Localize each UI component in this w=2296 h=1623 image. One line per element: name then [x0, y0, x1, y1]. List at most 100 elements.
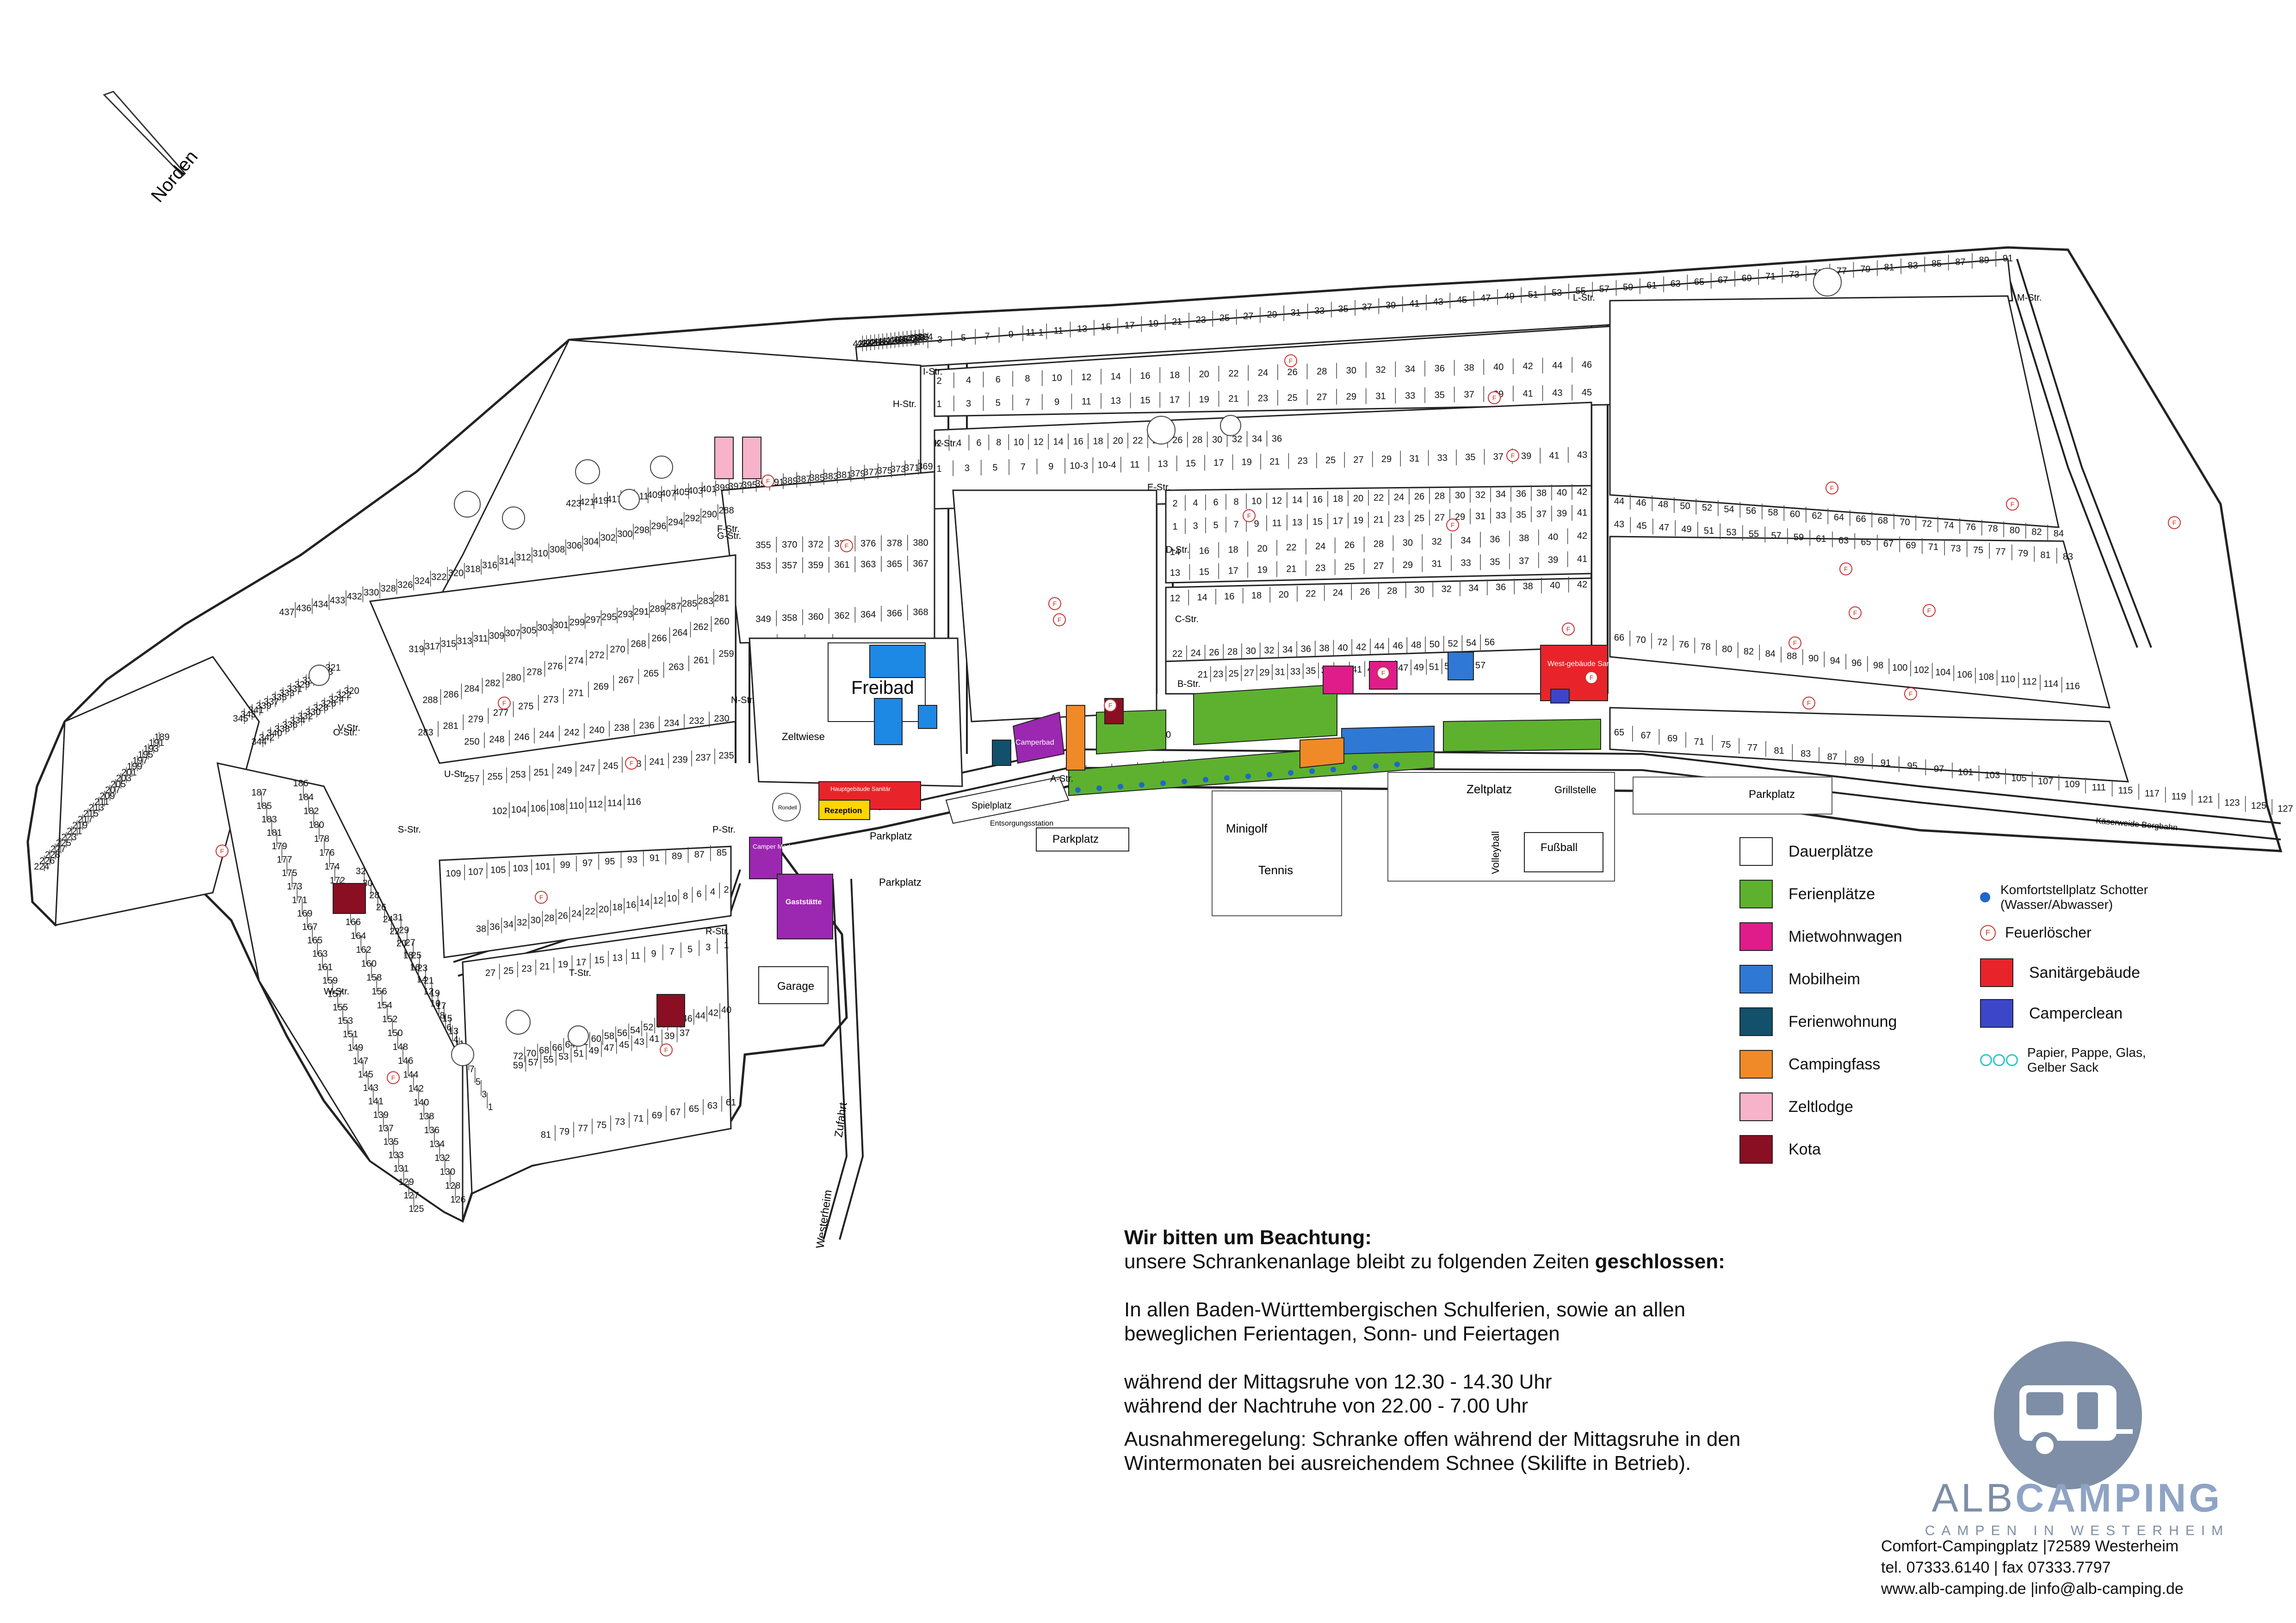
plot-number: 264 [672, 628, 687, 638]
plot-number: 403 [687, 486, 703, 496]
freibad-label: Freibad [851, 678, 914, 698]
fire-extinguisher-icon: F [660, 1043, 673, 1056]
plot-number: 4 [453, 1035, 458, 1045]
plot-number: 187 [251, 788, 266, 798]
plot-number: 146 [398, 1056, 413, 1066]
plot-number: 294 [668, 517, 683, 527]
plot-number: 12 [1272, 496, 1282, 506]
plot-number: 67 [1640, 731, 1651, 741]
fire-extinguisher-icon: F [625, 757, 638, 770]
plot-number: 255 [487, 772, 502, 782]
plot-number: 61 [1816, 534, 1826, 544]
plot-number: 320 [344, 686, 359, 696]
plot-number: 82 [1744, 647, 1754, 657]
plot-number: 71 [633, 1114, 644, 1124]
plot-number: 43 [1614, 519, 1624, 530]
plot-number: 108 [1979, 672, 1994, 682]
komfort-dot-icon [1224, 775, 1230, 781]
plot-number: 10 [667, 894, 677, 904]
plot-number: 22 [585, 907, 595, 917]
plot-number: 19 [1353, 516, 1363, 526]
plot-number: 422 [861, 338, 876, 348]
plot-number: 55 [1575, 286, 1585, 296]
plot-number: 7 [469, 1064, 474, 1074]
plot-number: 77 [578, 1123, 588, 1134]
plot-number: 69 [1742, 273, 1752, 284]
contact-block: Comfort-Campingplatz |72589 Westerheim t… [1881, 1536, 2279, 1599]
plot-number: 17 [1228, 566, 1238, 576]
plot-number: 331 [287, 684, 302, 694]
camper-markt-label: Camper Markt [753, 843, 794, 850]
plot-number: 16 [1140, 371, 1150, 381]
plot-number: 57 [1771, 531, 1781, 541]
plot-number: 341 [248, 705, 264, 716]
plot-number: 6 [976, 438, 981, 448]
north-label: Norden [147, 147, 202, 206]
plot-number: 23 [1298, 456, 1308, 466]
svg-text:F: F [1844, 565, 1848, 573]
svg-text:F: F [1927, 607, 1931, 614]
plot-number: 324 [328, 694, 344, 704]
legend-label: Sanitärgebäude [2029, 963, 2141, 981]
plot-number: 414 [877, 336, 892, 346]
plot-number: 166 [346, 917, 361, 927]
parkplatz-box-2 [1036, 827, 1129, 852]
plot-number: 39 [664, 1031, 675, 1041]
plot-number: 39 [1548, 555, 1558, 565]
plot-number: 22 [1133, 436, 1143, 446]
plot-number: 18 [403, 950, 414, 961]
plot-number: 43 [1552, 388, 1562, 398]
plot-number: 138 [419, 1111, 434, 1122]
plot-number: 21 [1172, 317, 1182, 327]
plot-number: 319 [408, 644, 424, 654]
fussball-label: Fußball [1541, 841, 1578, 854]
plot-number: 106 [1957, 670, 1972, 680]
plot-number: 63 [1838, 536, 1849, 546]
plot-number: 375 [877, 466, 892, 476]
plot-number: 35 [1435, 390, 1445, 401]
plot-number: 58 [604, 1031, 614, 1041]
svg-text:F: F [766, 477, 770, 485]
plot-number: 154 [377, 1000, 392, 1011]
plot-number: 45 [1582, 388, 1592, 398]
plot-number: 14 [417, 975, 427, 985]
plot-number: 201 [121, 767, 136, 778]
plot-number: 63 [707, 1101, 718, 1111]
plot-number: 7 [1233, 520, 1238, 530]
brand-name: ALBCAMPING [1888, 1475, 2267, 1521]
komfort-dot-icon [1203, 777, 1208, 783]
plot-number: 33 [1290, 666, 1300, 677]
plot-number: 23 [1315, 563, 1325, 573]
plot-number: 47 [1659, 523, 1669, 533]
plot-number: 312 [516, 553, 531, 563]
volleyball-label: Volleyball [1490, 831, 1501, 874]
notice-line1: unsere Schrankenanlage bleibt zu folgend… [1124, 1250, 1864, 1274]
fire-extinguisher-icon: F [535, 891, 548, 904]
plot-number: 41 [1409, 299, 1419, 309]
plot-number: 60 [1790, 509, 1800, 519]
plot-number: 184 [298, 792, 314, 802]
garage [758, 966, 829, 1004]
legend-papier: Papier, Pappe, Glas, Gelber Sack [1980, 1045, 2184, 1075]
plot-number: 326 [397, 580, 413, 590]
plot-number: 78 [1701, 642, 1711, 652]
plot-number: 34 [1468, 583, 1479, 593]
plot-number: 114 [607, 798, 622, 808]
plot-number: 31 [1275, 667, 1285, 677]
plot-number: 4 [966, 375, 971, 385]
h-row [1165, 485, 1592, 584]
plot-number: 126 [450, 1195, 465, 1205]
hauptgebaeude-label: Hauptgebäude Sanitär [830, 785, 891, 792]
plot-number: 6 [996, 375, 1001, 385]
s-rows [439, 845, 732, 958]
plot-number: 123 [2224, 798, 2240, 808]
plot-number: 27 [485, 968, 495, 978]
plot-number: 127 [2277, 804, 2293, 814]
plot-number: 23 [1394, 514, 1404, 525]
komfort-dot-icon [1331, 766, 1336, 772]
plot-number: 57 [1599, 284, 1609, 295]
plot-number: 183 [261, 815, 277, 825]
plot-number: 301 [553, 620, 569, 630]
plot-number: 119 [2172, 792, 2186, 802]
plot-number: 13 [1157, 459, 1168, 469]
